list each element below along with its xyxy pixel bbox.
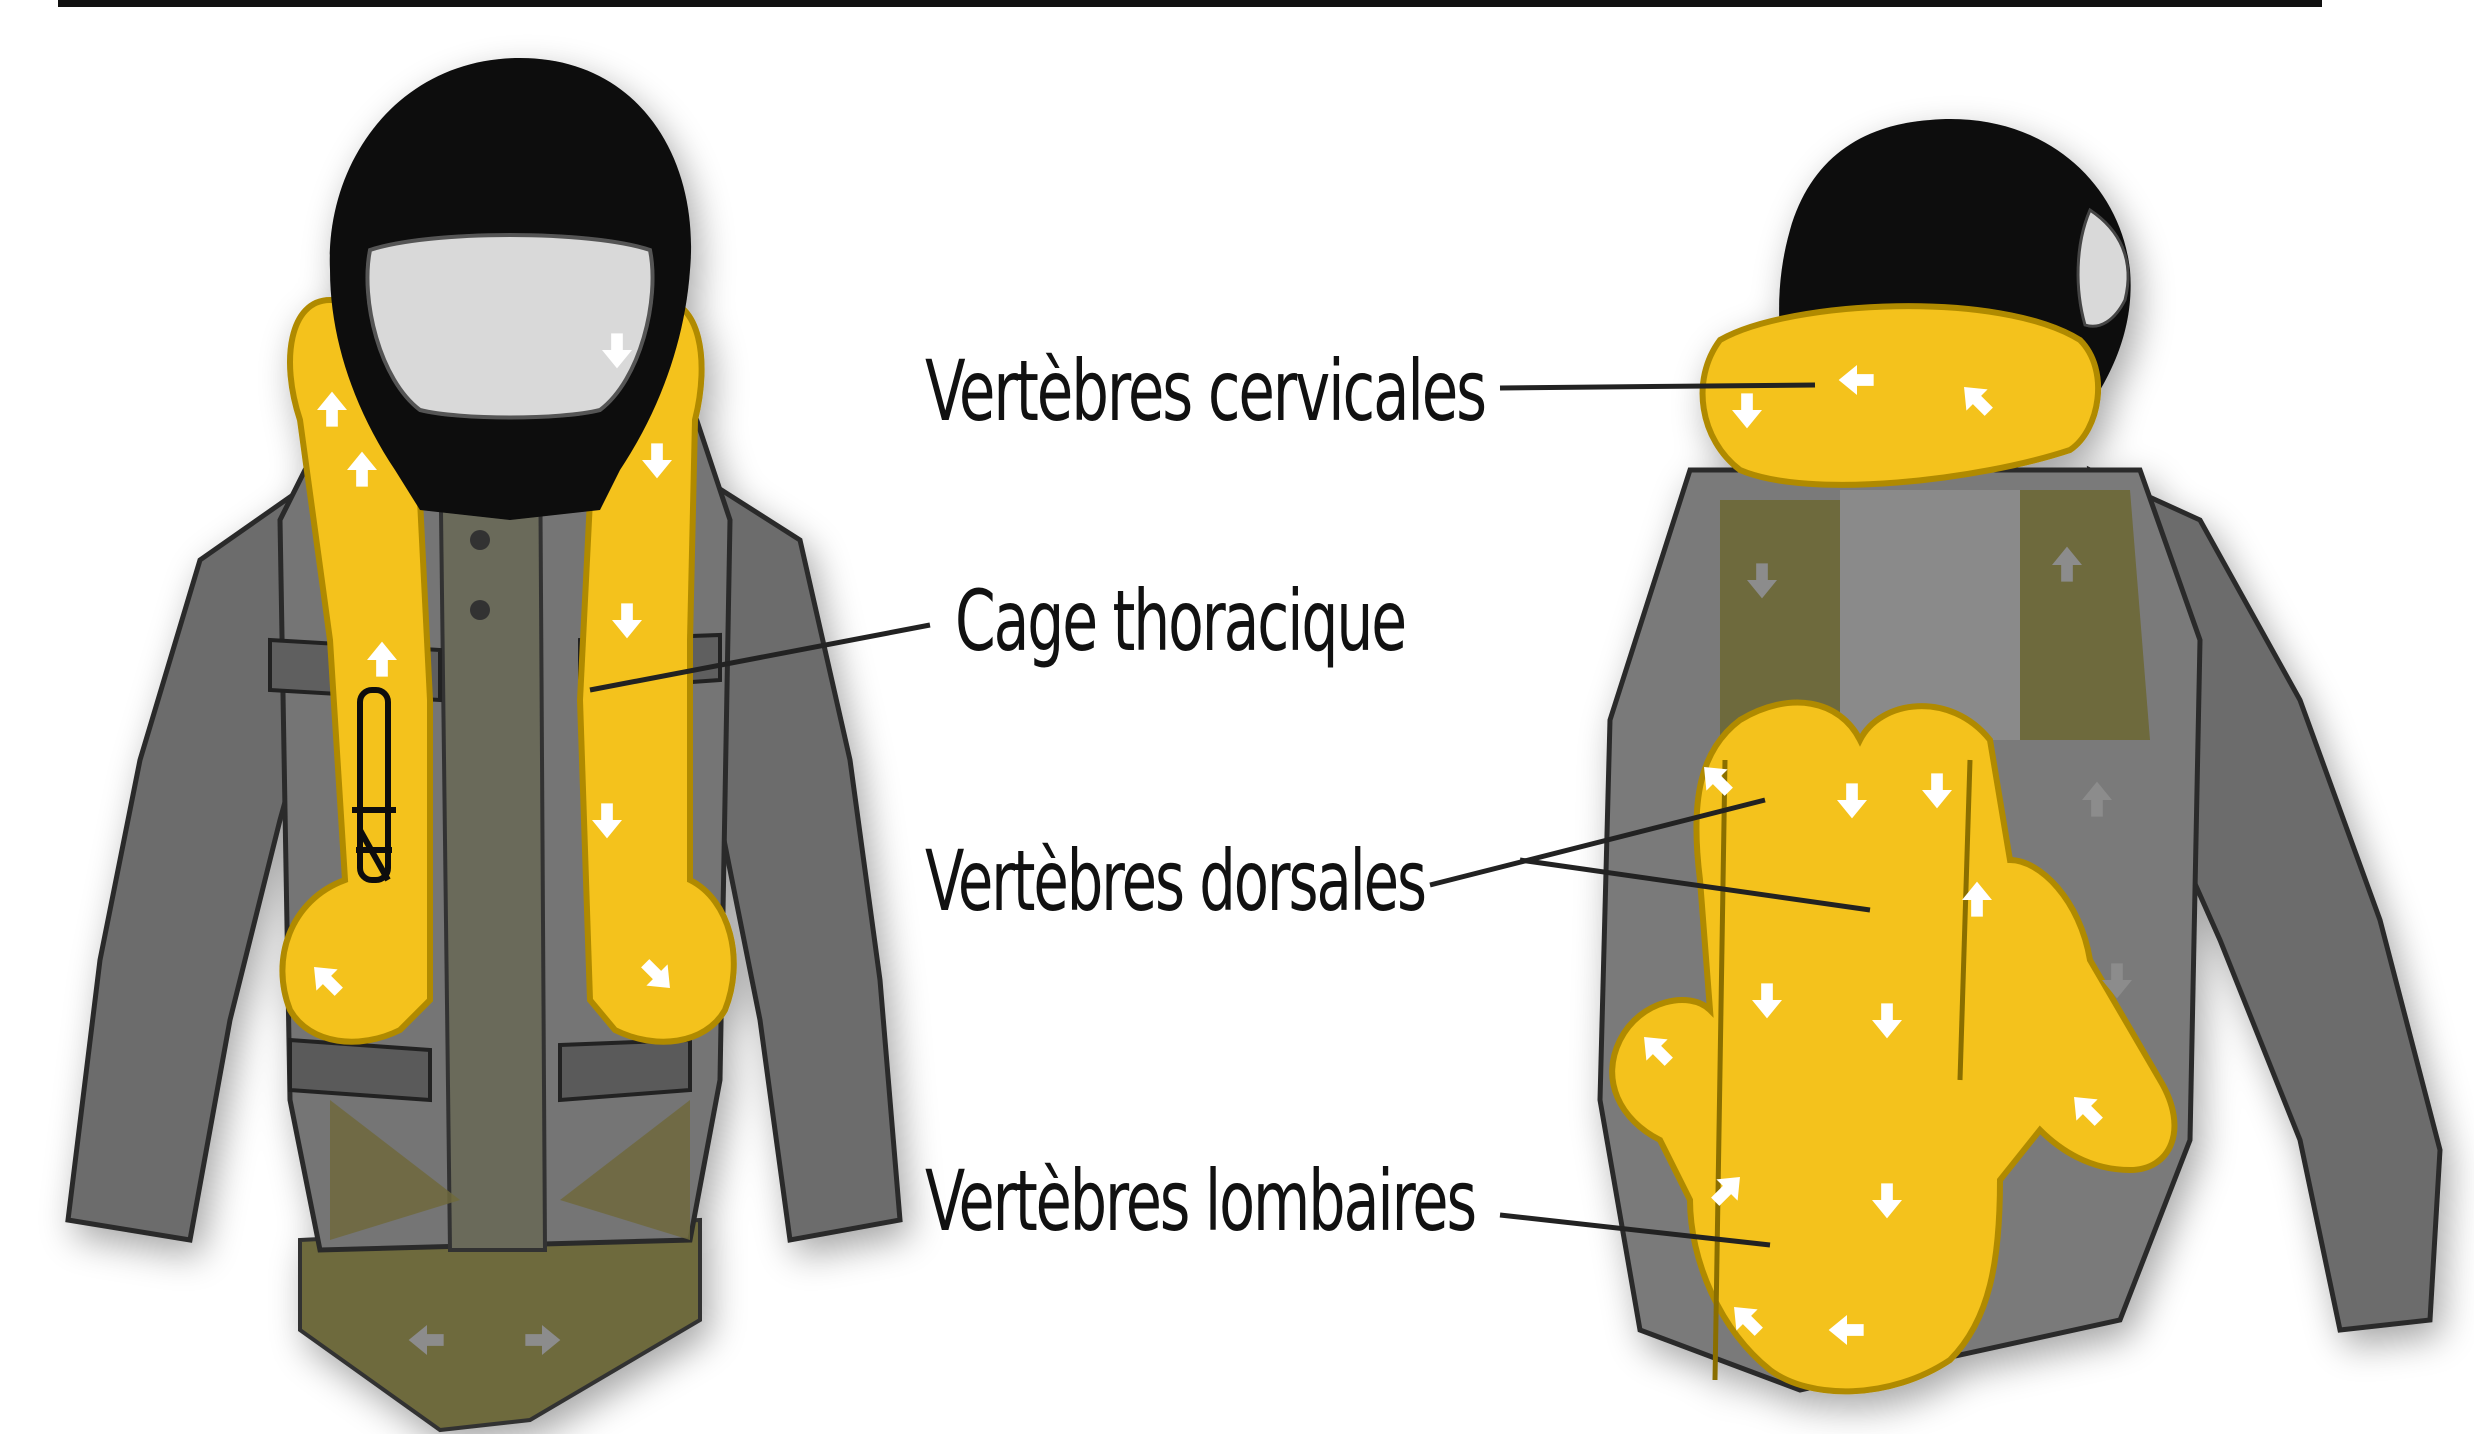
back-view [1600, 119, 2440, 1391]
front-view [68, 58, 900, 1430]
label-dorsales: Vertèbres dorsales [925, 832, 1425, 930]
back-khaki-panel-2 [2020, 490, 2150, 740]
front-left-pocket [290, 1040, 430, 1100]
front-right-pocket [560, 1040, 690, 1100]
back-helmet-visor-edge [2078, 210, 2128, 326]
front-button-2 [470, 600, 490, 620]
front-visor [367, 235, 652, 418]
back-grey-center [1840, 490, 2020, 740]
leader-cervicales [1500, 385, 1815, 388]
front-placket [440, 430, 545, 1250]
label-cervicales: Vertèbres cervicales [925, 342, 1485, 440]
label-thoracique: Cage thoracique [955, 572, 1405, 670]
back-cervical-airbag [1703, 306, 2099, 485]
label-lombaires: Vertèbres lombaires [925, 1152, 1475, 1250]
front-button-1 [470, 530, 490, 550]
